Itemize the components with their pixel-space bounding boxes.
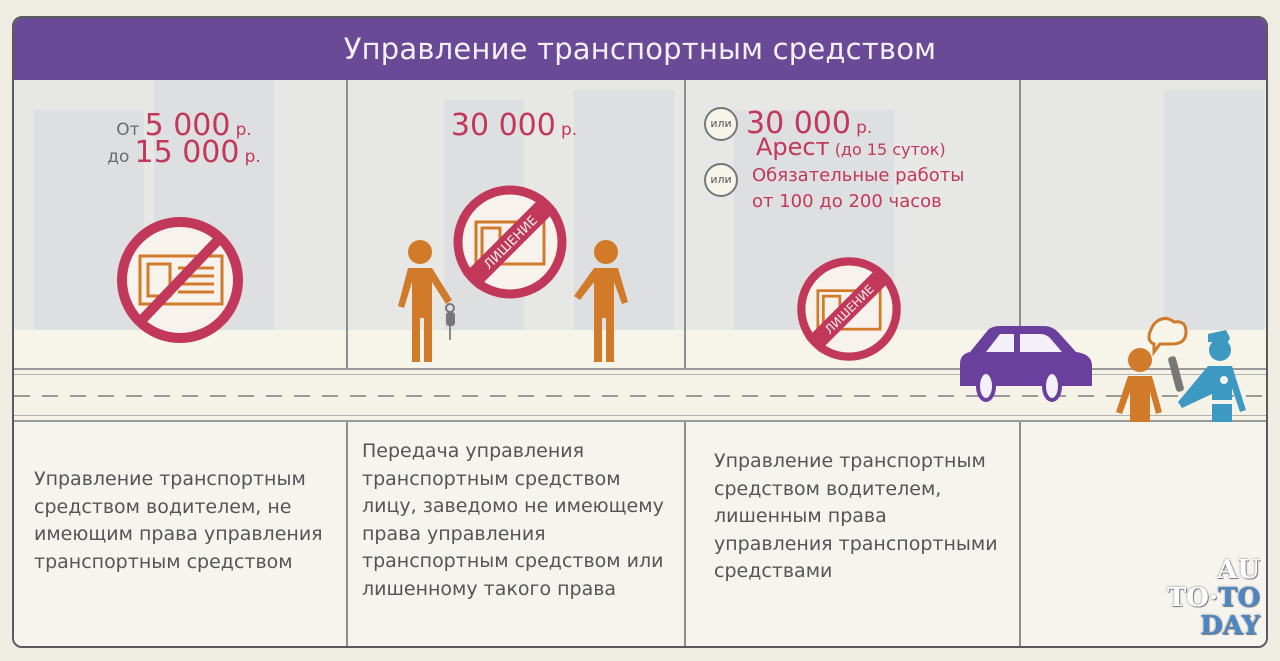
watermark-logo: AU TO·TO DAY [1166,555,1260,641]
person-with-keys-icon [398,240,455,362]
column-divider [346,422,348,646]
person-icon [574,240,628,362]
column-divider [684,422,686,646]
description-column-3: Управление транспортным средством водите… [714,450,998,582]
or-badge: или [704,163,738,197]
driver-icon [1128,348,1152,372]
city-skyline-background [14,80,1266,350]
description-column-1: Управление транспортным средством водите… [34,468,323,573]
or-badge: или [704,106,738,141]
description-row [14,422,1266,646]
column-divider [684,80,686,646]
column-divider [1019,422,1021,646]
fine-column-3: или 30 000 р. Арест (до 15 суток) или Об… [704,106,1014,215]
fine-column-2: 30 000 р. [450,108,578,143]
car-icon [960,326,1092,402]
fine-column-1: От 5 000 р. до 15 000 р. [107,108,261,170]
no-license-icon [117,217,243,343]
speech-bubble-icon [1147,317,1188,357]
page-title: Управление транспортным средством [343,32,937,66]
baton-icon [1168,356,1184,392]
description-column-2: Передача управления транспортным средств… [362,440,664,600]
license-revoked-icon: ЛИШЕНИЕ [797,257,901,361]
column-divider [346,80,348,646]
infographic-board: Управление транспортным средством От 5 0… [12,16,1268,648]
header: Управление транспортным средством [14,18,1266,80]
license-revoked-icon: ЛИШЕНИЕ [453,185,567,299]
